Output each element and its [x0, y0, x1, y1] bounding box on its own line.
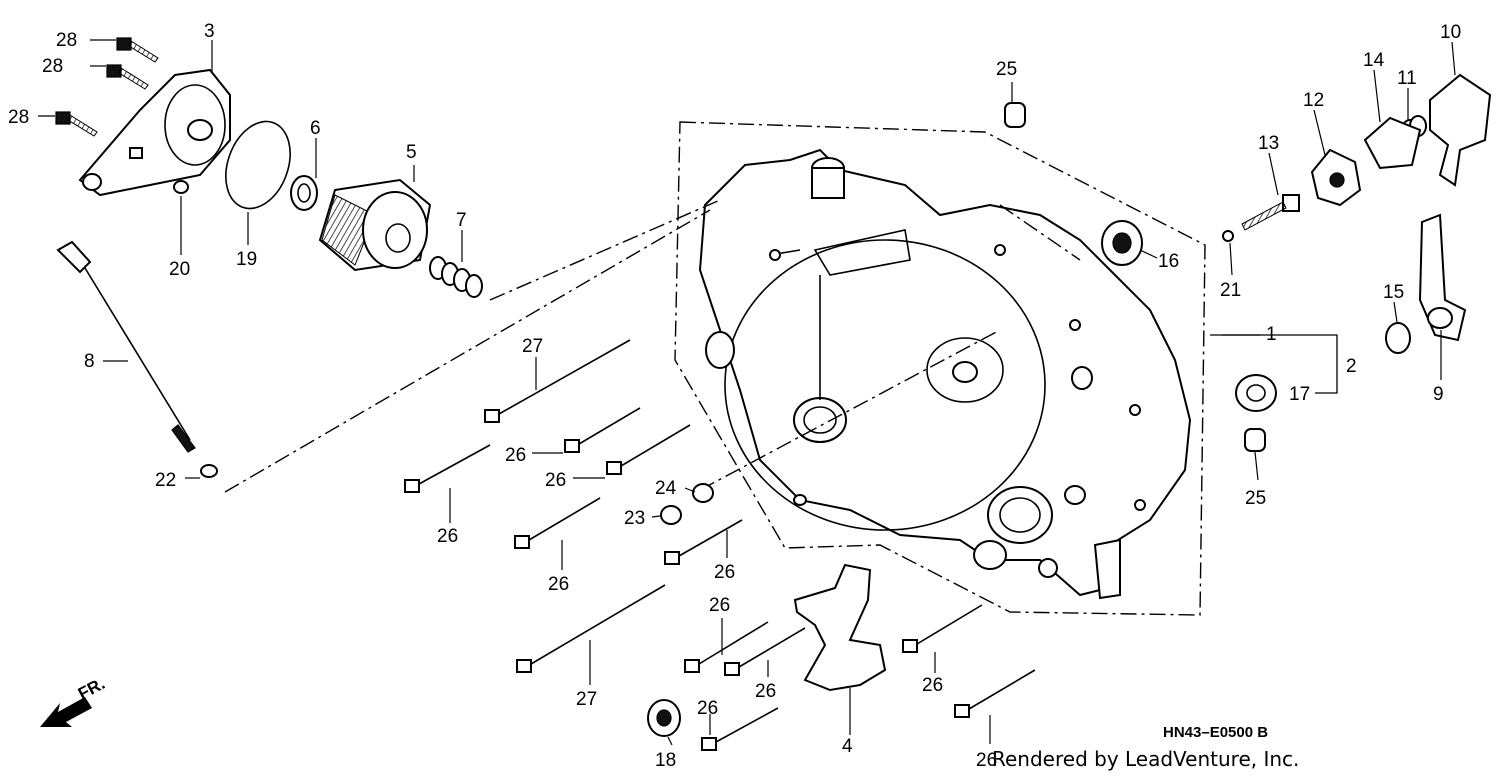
callout-28: 28 — [56, 30, 77, 51]
callout-28: 28 — [8, 107, 29, 128]
callout-9: 9 — [1433, 384, 1444, 405]
callout-18: 18 — [655, 750, 676, 771]
plate — [793, 563, 887, 692]
dowel-pin — [1004, 102, 1026, 128]
collar — [1385, 322, 1411, 354]
long-bolts — [404, 339, 1036, 751]
callout-19: 19 — [236, 249, 257, 270]
callout-15: 15 — [1383, 282, 1404, 303]
callout-27: 27 — [522, 336, 543, 357]
callout-28: 28 — [42, 56, 63, 77]
callout-20: 20 — [169, 259, 190, 280]
callout-labels: 1 2 3 4 5 6 7 8 9 10 11 12 13 14 15 16 1… — [8, 21, 1461, 771]
callout-26: 26 — [922, 675, 943, 696]
callout-21: 21 — [1220, 280, 1241, 301]
callout-8: 8 — [84, 351, 95, 372]
pin-bolt — [1241, 194, 1300, 231]
callout-27: 27 — [576, 689, 597, 710]
seal — [290, 175, 318, 211]
bearing — [1101, 220, 1143, 266]
callout-22: 22 — [155, 470, 176, 491]
callout-26: 26 — [755, 681, 776, 702]
callout-12: 12 — [1303, 90, 1324, 111]
bolt — [116, 37, 159, 63]
callout-leaders — [38, 39, 1456, 746]
bearing — [647, 699, 681, 737]
callout-16: 16 — [1158, 251, 1179, 272]
callout-26: 26 — [697, 698, 718, 719]
bolt — [106, 64, 149, 90]
callout-26: 26 — [437, 526, 458, 547]
direction-arrow: FR. — [40, 674, 108, 727]
drawing-code: HN43–E0500 B — [1163, 724, 1268, 741]
washer — [692, 483, 714, 503]
callout-7: 7 — [456, 210, 467, 231]
shift-plate — [1429, 73, 1492, 187]
callout-3: 3 — [204, 21, 215, 42]
leader-lines — [1210, 334, 1338, 394]
oil-filter — [318, 178, 432, 272]
callout-25: 25 — [996, 59, 1017, 80]
needle-bearing — [1235, 374, 1277, 412]
callout-4: 4 — [842, 736, 853, 757]
washer — [173, 180, 189, 194]
callout-26: 26 — [714, 562, 735, 583]
callout-26: 26 — [548, 574, 569, 595]
callout-11: 11 — [1397, 68, 1417, 89]
callout-23: 23 — [624, 508, 645, 529]
direction-label: FR. — [75, 674, 108, 704]
callout-24: 24 — [655, 478, 677, 499]
callout-2: 2 — [1346, 356, 1357, 377]
crankcase-cover — [698, 148, 1192, 600]
o-ring — [225, 120, 291, 210]
callout-25: 25 — [1245, 488, 1266, 509]
callout-6: 6 — [310, 118, 321, 139]
callout-26: 26 — [505, 445, 526, 466]
oil-filter-cover — [78, 68, 231, 197]
callout-1: 1 — [1266, 324, 1277, 345]
washer — [1222, 230, 1234, 242]
callout-17: 17 — [1289, 384, 1310, 405]
stopper-arm — [1418, 213, 1467, 342]
shift-drum-cam — [1310, 148, 1362, 207]
bolt — [55, 111, 98, 137]
nut — [660, 505, 682, 525]
dowel-pin — [1244, 428, 1266, 452]
callout-5: 5 — [406, 142, 417, 163]
callout-26: 26 — [976, 750, 997, 771]
credit-text: Rendered by LeadVenture, Inc. — [992, 747, 1299, 771]
callout-13: 13 — [1258, 133, 1279, 154]
spring — [429, 256, 483, 298]
washer — [200, 464, 218, 478]
callout-26: 26 — [545, 470, 566, 491]
callout-26: 26 — [709, 595, 730, 616]
callout-10: 10 — [1440, 22, 1461, 43]
callout-14: 14 — [1363, 50, 1385, 71]
dipstick — [56, 240, 196, 453]
cam-plate — [1363, 116, 1422, 170]
reference-lines — [224, 121, 1206, 616]
